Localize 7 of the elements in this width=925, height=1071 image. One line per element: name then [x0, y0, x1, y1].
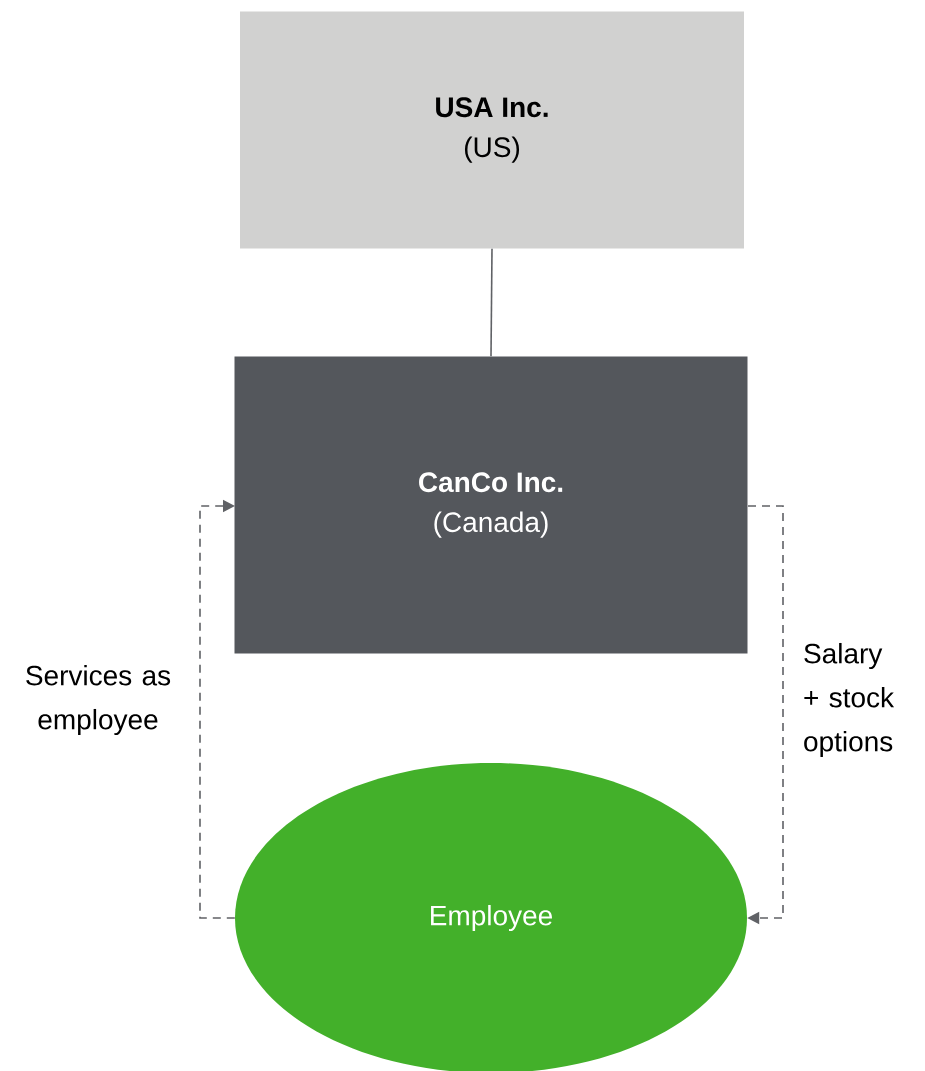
company-box: CanCo Inc. (Canada)	[234, 356, 748, 654]
edge-label: Salary + stock options	[801, 640, 925, 760]
arrow	[747, 505, 784, 925]
connector-line	[490, 247, 493, 358]
arrow	[199, 499, 236, 919]
edge-label: Services as employee	[6, 662, 190, 738]
company-box: USA Inc. (US)	[240, 11, 744, 249]
